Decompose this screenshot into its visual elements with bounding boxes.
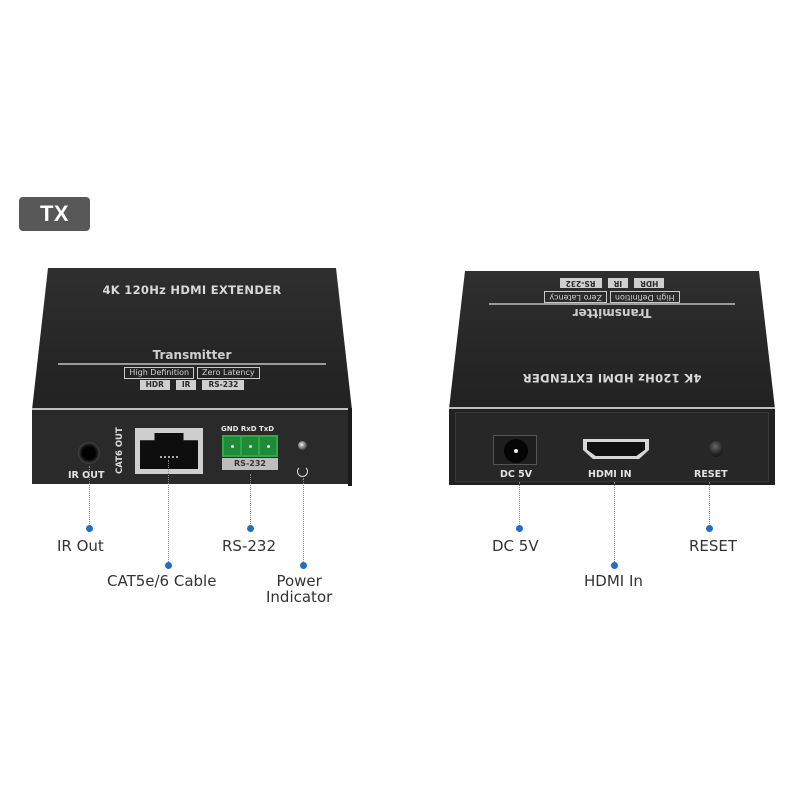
tag-label: RS-232: [559, 278, 602, 288]
product-title: 4K 120Hz HDMI EXTENDER: [522, 371, 702, 385]
device-type-label: Transmitter: [152, 348, 232, 362]
leader-line: [89, 466, 90, 528]
callout-dc-5v: DC 5V: [492, 537, 539, 555]
callout-rs232: RS-232: [222, 537, 276, 555]
callout-dot-icon: [611, 562, 618, 569]
device-type-label: Transmitter: [572, 306, 652, 320]
tag-label: HDR: [634, 278, 665, 288]
callout-power-indicator: Power Indicator: [266, 573, 332, 605]
feature-row: High Definition Zero Latency: [32, 367, 352, 379]
callout-reset: RESET: [689, 537, 738, 555]
feature-label: High Definition: [609, 291, 680, 303]
cat6-out-port-label: CAT6 OUT: [115, 427, 125, 474]
feature-row: High Definition Zero Latency: [449, 291, 775, 303]
ir-out-port-label: IR OUT: [68, 470, 105, 481]
device-front-panel: DC 5V HDMI IN RESET: [449, 407, 775, 485]
feature-label: Zero Latency: [544, 291, 607, 303]
reset-port-label: RESET: [694, 469, 728, 480]
callout-dot-icon: [86, 525, 93, 532]
dc-power-jack-icon: [493, 435, 537, 465]
callout-power-line2: Indicator: [266, 588, 333, 606]
leader-line: [519, 482, 520, 528]
leader-line: [250, 474, 251, 528]
callout-power-line1: Power: [276, 572, 322, 590]
callout-hdmi-in: HDMI In: [584, 572, 643, 590]
tx-badge: TX: [19, 197, 90, 231]
tag-label: RS-232: [202, 380, 245, 390]
rs232-port-label: RS-232: [222, 458, 278, 470]
callout-dot-icon: [165, 562, 172, 569]
device-top-panel: 4K 120Hz HDMI EXTENDER Transmitter High …: [32, 268, 352, 410]
rs232-pin-labels: GND RxD TxD: [221, 425, 275, 433]
leader-line: [709, 482, 710, 528]
callout-dot-icon: [516, 525, 523, 532]
tag-label: IR: [607, 278, 629, 288]
dc-5v-port-label: DC 5V: [500, 469, 533, 480]
ir-out-jack-icon: [78, 442, 100, 464]
reset-button-icon: [709, 441, 723, 457]
rj45-port-icon: [135, 428, 203, 474]
tag-label: HDR: [139, 380, 170, 390]
feature-label: Zero Latency: [197, 367, 260, 379]
device-front-panel: IR OUT CAT6 OUT GND RxD TxD RS-232: [32, 408, 352, 486]
feature-label: High Definition: [124, 367, 195, 379]
product-title: 4K 120Hz HDMI EXTENDER: [102, 283, 282, 297]
leader-line: [614, 482, 615, 564]
divider: [58, 363, 326, 365]
callout-cat-cable: CAT5e/6 Cable: [107, 572, 217, 590]
callout-ir-out: IR Out: [57, 537, 104, 555]
callout-dot-icon: [247, 525, 254, 532]
divider: [489, 303, 735, 305]
callout-dot-icon: [706, 525, 713, 532]
rs232-terminal-icon: [222, 435, 278, 457]
hdmi-in-port-label: HDMI IN: [588, 469, 632, 480]
leader-line: [168, 460, 169, 564]
device-top-panel: 4K 120Hz HDMI EXTENDER Transmitter High …: [449, 271, 775, 409]
tag-row: HDR IR RS-232: [449, 278, 775, 288]
power-icon: [297, 466, 308, 477]
hdmi-port-icon: [583, 439, 649, 459]
tag-row: HDR IR RS-232: [32, 380, 352, 390]
tag-label: IR: [175, 380, 197, 390]
power-led-icon: [298, 441, 307, 450]
leader-line: [303, 478, 304, 564]
callout-dot-icon: [300, 562, 307, 569]
